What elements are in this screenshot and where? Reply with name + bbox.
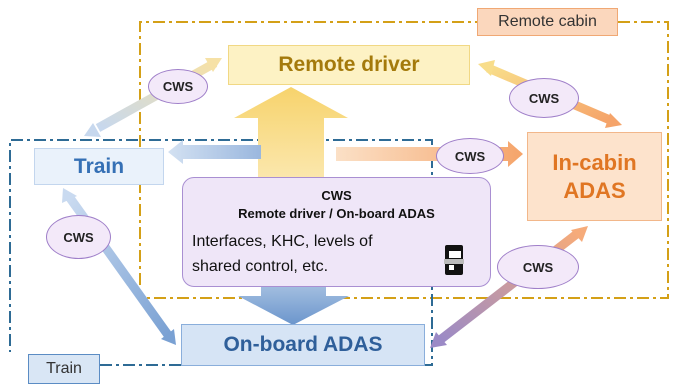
cws-oval-middle-right: CWS bbox=[436, 138, 504, 174]
cws-center-subtitle: Remote driver / On-board ADAS bbox=[238, 206, 435, 221]
train-frame-label: Train bbox=[28, 354, 100, 384]
cws-center-body-line2: shared control, etc. bbox=[192, 258, 329, 275]
up-arrow bbox=[234, 87, 348, 182]
cws-oval-bottom-right: CWS bbox=[497, 245, 579, 289]
in-cabin-adas-box: In-cabin ADAS bbox=[527, 132, 662, 221]
in-cabin-adas-line1: In-cabin bbox=[552, 149, 637, 175]
cws-oval-top-right: CWS bbox=[509, 78, 579, 118]
device-icon bbox=[444, 245, 464, 275]
remote-cabin-label: Remote cabin bbox=[477, 8, 618, 36]
remote-cabin-frame bbox=[139, 21, 669, 299]
cws-center-box: CWS Remote driver / On-board ADAS Interf… bbox=[182, 177, 491, 287]
cws-oval-top-left: CWS bbox=[148, 69, 208, 104]
cws-oval-left: CWS bbox=[46, 215, 111, 259]
remote-driver-box: Remote driver bbox=[228, 45, 470, 85]
train-box: Train bbox=[34, 148, 164, 185]
train-frame bbox=[9, 139, 433, 366]
arrow-to-train bbox=[168, 140, 261, 164]
onboard-adas-box: On-board ADAS bbox=[181, 324, 425, 366]
in-cabin-adas-line2: ADAS bbox=[563, 177, 626, 203]
cws-center-body-line1: Interfaces, KHC, levels of bbox=[192, 233, 373, 250]
cws-center-title: CWS bbox=[321, 188, 352, 203]
